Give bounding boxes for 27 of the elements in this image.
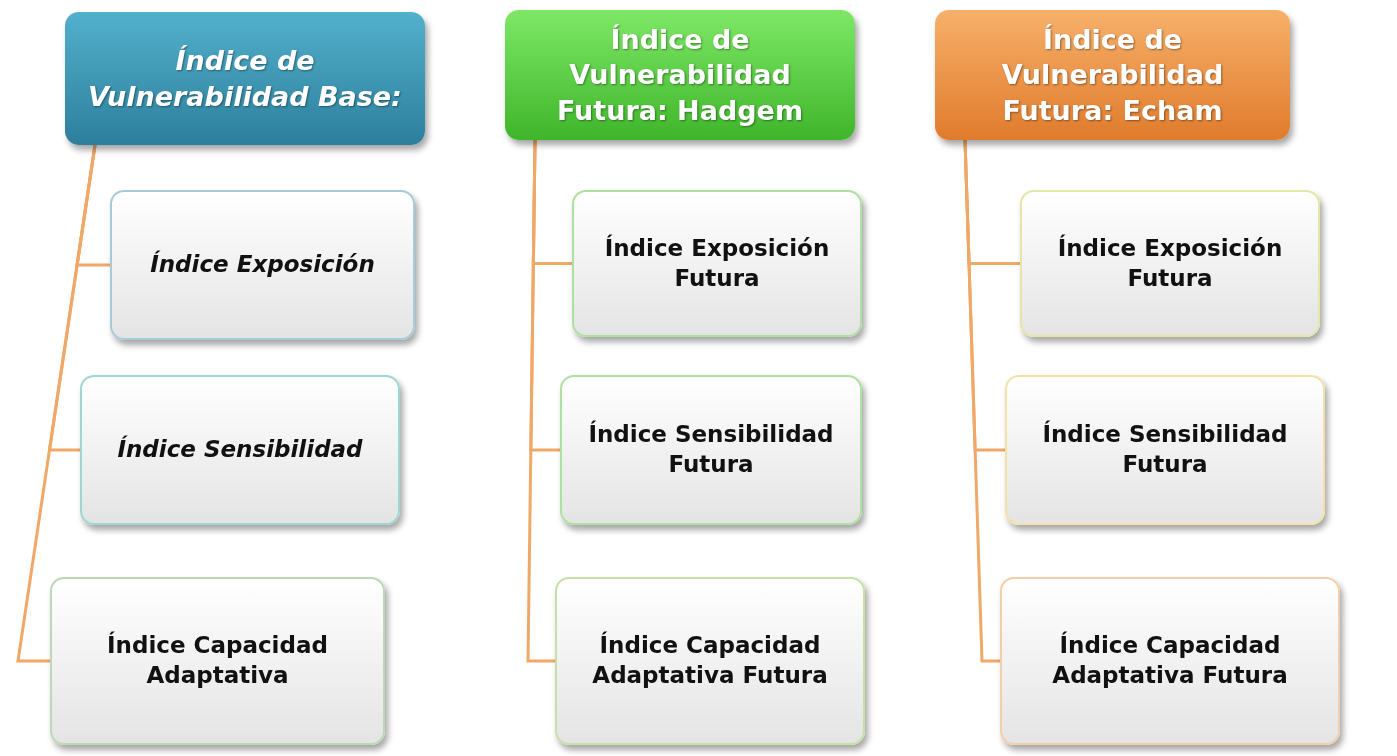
box-label: Índice Sensibilidad Futura <box>1041 420 1289 479</box>
header-box <box>935 10 1290 140</box>
index-box <box>572 190 862 337</box>
box-label: Índice de Vulnerabilidad Base: <box>87 44 403 114</box>
index-box <box>1005 375 1325 525</box>
box-label: Índice Sensibilidad Futura <box>587 420 835 479</box>
box-label: Índice Capacidad Adaptativa <box>106 631 329 690</box>
index-box <box>50 577 385 745</box>
header-box <box>65 12 425 145</box>
connector-line <box>16 144 97 663</box>
box-label: Índice Sensibilidad <box>117 435 363 465</box>
connector-line <box>963 139 1000 663</box>
index-box <box>1000 577 1340 745</box>
index-box <box>1020 190 1320 337</box>
box-label: Índice Capacidad Adaptativa Futura <box>591 631 829 690</box>
box-label: Índice Exposición Futura <box>603 233 831 293</box>
index-box <box>110 190 415 340</box>
index-box <box>80 375 400 525</box>
box-label: Índice de Vulnerabilidad Futura: Echam <box>1000 23 1225 128</box>
connector-line <box>526 139 555 663</box>
index-box <box>560 375 862 525</box>
box-label: Índice Exposición <box>150 250 375 280</box>
box-label: Índice Exposición Futura <box>1056 233 1284 293</box>
box-label: Índice Capacidad Adaptativa Futura <box>1051 631 1289 690</box>
index-box <box>555 577 865 745</box>
box-label: Índice de Vulnerabilidad Futura: Hadgem <box>555 23 805 128</box>
header-box <box>505 10 855 140</box>
